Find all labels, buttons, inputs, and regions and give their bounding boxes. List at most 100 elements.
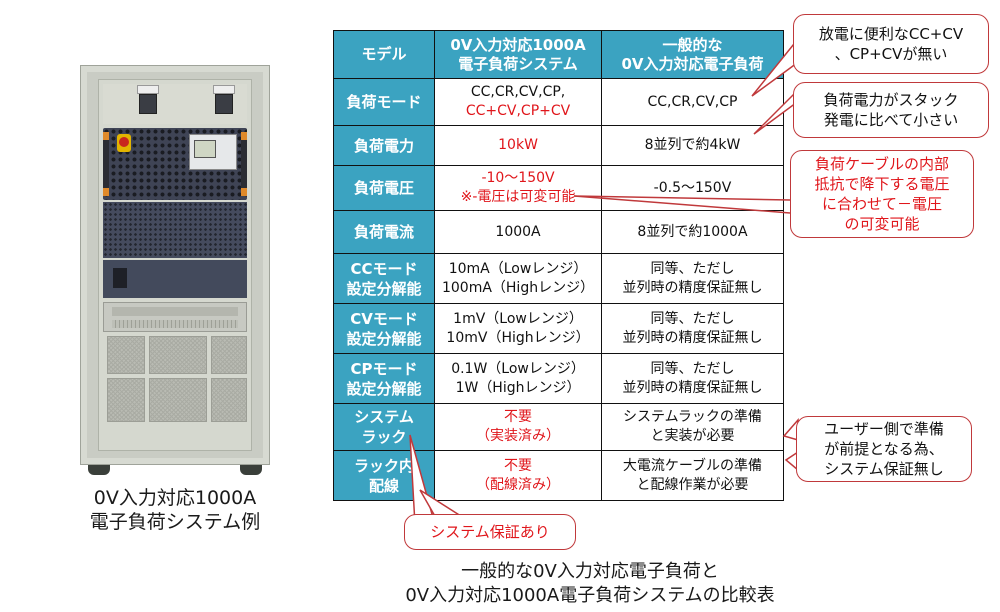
system-cell-line-highlight: （配線済み） <box>476 476 561 493</box>
table-row-load-mode: 負荷モード CC,CR,CV,CP, CC+CV,CP+CV CC,CR,CV,… <box>332 78 785 126</box>
header-system-line1: 0V入力対応1000A <box>450 35 586 54</box>
system-cell-line: 1mV（Lowレンジ） <box>453 310 583 327</box>
electronic-load-unit <box>103 128 247 200</box>
row-label-text: 配線 <box>369 476 400 495</box>
header-model-label: モデル <box>361 45 407 63</box>
row-label: 負荷電圧 <box>332 165 436 211</box>
callout-variable-voltage: 負荷ケーブルの内部 抵抗で降下する電圧 に合わせて－電圧 の可変可能 <box>790 150 974 238</box>
power-supply-unit <box>103 302 247 332</box>
row-label-text: 設定分解能 <box>346 379 422 398</box>
system-cell-line-highlight: 不要 <box>504 409 533 425</box>
system-cell-line-highlight: （実装済み） <box>476 428 561 444</box>
system-cell-line: 10mA（Lowレンジ） <box>448 260 588 277</box>
caster-wheel-icon <box>88 465 110 475</box>
general-cell-line: と配線作業が必要 <box>636 476 749 493</box>
row-label-text: 設定分解能 <box>346 279 422 298</box>
caster-wheel-icon <box>240 465 262 475</box>
callout-text: システム保証無し <box>824 460 944 478</box>
system-cell: 不要 （実装済み） <box>434 403 602 451</box>
row-label-text: 負荷電圧 <box>354 179 415 197</box>
table-row-cp-resolution: CPモード 設定分解能 0.1W（Lowレンジ） 1W（Highレンジ） 同等、… <box>332 353 785 404</box>
callout-text: 負荷ケーブルの内部 <box>814 155 950 173</box>
general-cell: システムラックの準備 と実装が必要 <box>600 403 785 451</box>
callout-text: システム保証あり <box>430 523 550 541</box>
system-cell-line-highlight: 10kW <box>498 137 538 153</box>
breaker-panel <box>103 84 247 124</box>
system-cell-line: 10mV（Highレンジ） <box>446 329 590 346</box>
system-cell: 10mA（Lowレンジ） 100mA（Highレンジ） <box>434 253 602 304</box>
mesh-panel <box>149 336 207 374</box>
table-row-cc-resolution: CCモード 設定分解能 10mA（Lowレンジ） 100mA（Highレンジ） … <box>332 253 785 304</box>
general-cell-line: と実装が必要 <box>650 428 735 444</box>
row-label: システム ラック <box>332 403 436 451</box>
general-cell-line: 8並列で約4kW <box>644 137 741 153</box>
system-cell-line: 1W（Highレンジ） <box>455 379 581 396</box>
callout-text: ユーザー側で準備 <box>824 420 944 438</box>
callout-text: 、CP+CVが無い <box>834 45 948 63</box>
general-cell-line: 8並列で約1000A <box>637 223 748 240</box>
row-label-text: CCモード <box>350 259 418 278</box>
figure-caption: 一般的な0V入力対応電子負荷と 0V入力対応1000A電子負荷システムの比較表 <box>330 560 850 608</box>
header-system-line2: 電子負荷システム <box>458 54 578 73</box>
callout-text: に合わせて－電圧 <box>821 195 942 213</box>
callout-user-prep: ユーザー側で準備 が前提となる為、 システム保証無し <box>796 416 972 482</box>
table-row-load-power: 負荷電力 10kW 8並列で約4kW <box>332 125 785 166</box>
rack-handle <box>103 132 109 196</box>
photo-caption-line1: 0V入力対応1000A <box>93 487 257 509</box>
emergency-stop-icon <box>117 134 131 152</box>
system-cell: -10～150V ※-電圧は可変可能 <box>434 165 602 211</box>
general-cell-line: -0.5～150V <box>653 179 732 196</box>
callout-text: 放電に便利なCC+CV <box>818 25 964 43</box>
breaker-label <box>137 85 159 94</box>
mesh-panel <box>211 336 247 374</box>
mesh-panel <box>107 336 145 374</box>
row-label-text: 負荷モード <box>346 93 422 111</box>
table-header-row: モデル 0V入力対応1000A 電子負荷システム 一般的な 0V入力対応電子負荷 <box>332 30 785 79</box>
general-cell: -0.5～150V <box>600 165 785 211</box>
table-row-load-current: 負荷電流 1000A 8並列で約1000A <box>332 210 785 254</box>
breaker-switch-icon <box>139 94 157 114</box>
table-row-in-rack-wiring: ラック内 配線 不要 （配線済み） 大電流ケーブルの準備 と配線作業が必要 <box>332 450 785 501</box>
general-cell-line: 大電流ケーブルの準備 <box>622 457 763 474</box>
header-general: 一般的な 0V入力対応電子負荷 <box>600 30 785 79</box>
callout-text: が前提となる為、 <box>824 440 944 458</box>
callout-small-power: 負荷電力がスタック 発電に比べて小さい <box>793 82 989 138</box>
row-label-text: CPモード <box>350 359 418 378</box>
system-cell-line-highlight: ※-電圧は可変可能 <box>460 189 576 205</box>
system-cell-line-highlight: CC+CV,CP+CV <box>465 103 571 119</box>
system-cell-line: 100mA（Highレンジ） <box>441 279 595 296</box>
general-cell-line: 同等、ただし <box>650 260 735 277</box>
mesh-panel <box>107 378 145 422</box>
figure-caption-line1: 一般的な0V入力対応電子負荷と <box>461 561 719 582</box>
header-general-line2: 0V入力対応電子負荷 <box>621 54 764 73</box>
rack-handle <box>241 132 247 196</box>
general-cell-line: 並列時の精度保証無し <box>622 379 763 396</box>
rack-inner <box>98 79 252 451</box>
system-cell: 0.1W（Lowレンジ） 1W（Highレンジ） <box>434 353 602 404</box>
row-label-text: CVモード <box>350 309 418 328</box>
general-cell: 同等、ただし 並列時の精度保証無し <box>600 303 785 354</box>
callout-no-cc-cv: 放電に便利なCC+CV 、CP+CVが無い <box>793 14 989 74</box>
general-cell-line: CC,CR,CV,CP <box>647 93 738 110</box>
general-cell-line: 並列時の精度保証無し <box>622 279 763 296</box>
general-cell-line: 同等、ただし <box>650 360 735 377</box>
connector-panel <box>103 260 247 298</box>
row-label-text: 設定分解能 <box>346 329 422 348</box>
callout-text: 発電に比べて小さい <box>823 111 959 129</box>
mesh-panel <box>149 378 207 422</box>
row-label: CPモード 設定分解能 <box>332 353 436 404</box>
system-cell-line: CC,CR,CV,CP, <box>470 84 566 100</box>
row-label: 負荷電流 <box>332 210 436 254</box>
general-cell: 大電流ケーブルの準備 と配線作業が必要 <box>600 450 785 501</box>
general-cell: 8並列で約4kW <box>600 125 785 166</box>
general-cell: 8並列で約1000A <box>600 210 785 254</box>
rack-system-photo <box>80 65 270 475</box>
general-cell-line: システムラックの準備 <box>623 409 762 425</box>
row-label-text: ラック <box>361 428 407 446</box>
mesh-panel <box>211 378 247 422</box>
row-label-text: ラック内 <box>354 456 415 475</box>
figure-caption-line2: 0V入力対応1000A電子負荷システムの比較表 <box>405 585 775 606</box>
row-label: 負荷電力 <box>332 125 436 166</box>
header-model: モデル <box>332 30 436 79</box>
system-cell-line-highlight: -10～150V <box>481 170 555 186</box>
